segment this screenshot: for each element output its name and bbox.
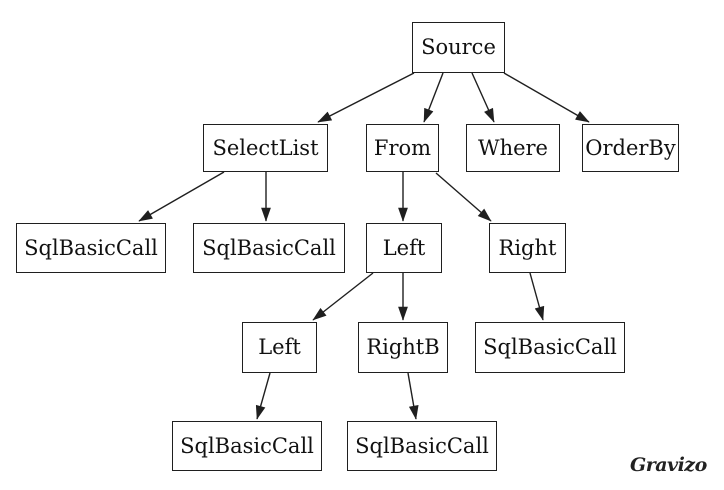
node-sqlbasiccall-2: SqlBasicCall: [193, 223, 345, 273]
node-rightb: RightB: [358, 322, 448, 373]
edge-left-inner-to-sqlbasiccall-4: [255, 372, 271, 420]
node-left-inner: Left: [242, 322, 317, 373]
edge-from-to-right: [435, 172, 492, 222]
edge-source-to-where: [471, 72, 495, 123]
edge-rightb-to-sqlbasiccall-5: [407, 372, 419, 420]
edge-source-to-selectlist: [317, 72, 415, 123]
node-left-outer: Left: [366, 223, 442, 273]
node-sqlbasiccall-1: SqlBasicCall: [16, 223, 166, 273]
node-where: Where: [466, 124, 560, 172]
edge-left-to-left-inner: [312, 272, 374, 321]
node-source: Source: [412, 22, 505, 73]
node-sqlbasiccall-3: SqlBasicCall: [475, 322, 625, 373]
node-right-outer: Right: [489, 223, 566, 273]
edge-source-to-from: [423, 72, 444, 123]
node-selectlist: SelectList: [203, 124, 328, 172]
edge-right-to-sqlbasiccall-3: [529, 272, 545, 321]
gravizo-watermark-logo: Gravizo: [630, 454, 707, 476]
node-from: From: [366, 124, 439, 172]
edge-selectlist-to-sqlbasiccall-1: [138, 171, 225, 222]
node-sqlbasiccall-4: SqlBasicCall: [172, 421, 322, 471]
node-sqlbasiccall-5: SqlBasicCall: [347, 421, 497, 471]
edge-source-to-orderby: [503, 72, 590, 123]
node-orderby: OrderBy: [582, 124, 679, 172]
